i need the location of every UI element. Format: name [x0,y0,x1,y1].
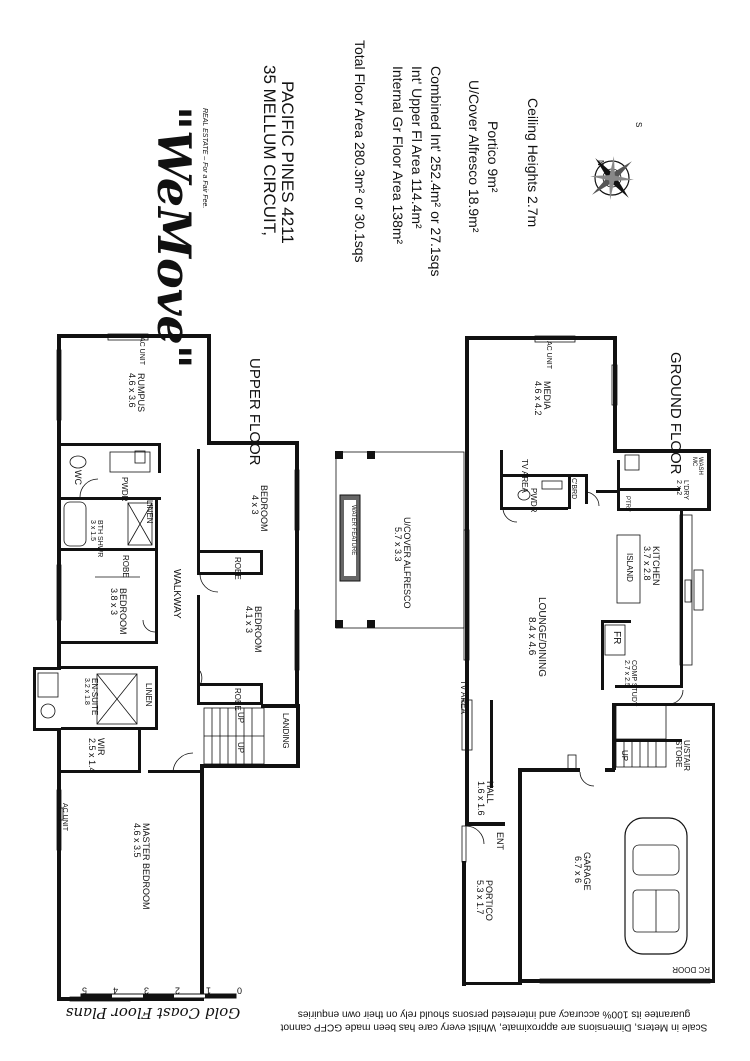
scale-tick-0: 0 [237,985,243,996]
water-feature-label: WATER FEATURE [350,505,356,556]
upper-linen-label: LINEN [145,500,154,524]
upper-floor-fixtures [37,333,300,1002]
upper-floor-walls [33,334,300,1001]
upper-pwdr-label: PWDR [120,477,129,502]
ground-floor-title: GROUND FLOOR [667,352,684,475]
alfresco-area: U/Cover Alfresco 18.9m² [466,80,482,233]
ground-floor-fixtures [461,335,712,984]
total-floor-area: Total Floor Area 280.3m² or 30.1sqs [352,40,368,263]
fridge-label: FR [611,631,622,645]
lounge-tv-area-label: TV AREA [459,680,468,714]
scale-tick-5: 5 [82,985,88,996]
under-stair-store-label: U/STAIR STORE [674,740,691,771]
scale-tick-2: 2 [175,985,181,996]
scale-tick-1: 1 [206,985,212,996]
island-label: ISLAND [625,553,634,582]
compass-south-label: S [634,122,643,128]
gold-coast-floor-plans-caption: Gold Coast Floor Plans [65,1003,241,1022]
upper-floor-title: UPPER FLOOR [246,358,263,466]
internal-upper-area: Int' Upper Fl Area 114.4m² [409,66,425,229]
ensuite-linen-label: LINEN [144,683,153,707]
upper-stairs [203,707,265,765]
disclaimer-line-1: Scale in Meters, Dimensions are approxim… [280,1021,708,1033]
landing-label: LANDING [281,713,290,749]
pantry-label: PTRY [624,496,630,512]
rc-door-label: RC DOOR [672,965,710,974]
scale-bar [80,993,237,999]
wc-label: WC [73,470,83,485]
cupboard-label: C'BRD [570,478,577,500]
scale-tick-3: 3 [144,985,150,996]
upper-up-label-2: UP [236,742,245,754]
upper-robe-label-1: ROBE [121,555,130,578]
upper-ac-unit-label: AC UNIT [138,337,145,365]
master-ac-unit-label: AC UNIT [61,803,68,831]
ground-stairs [615,704,667,768]
compass-rose-icon [590,156,634,200]
portico-area: Portico 9m² [485,121,501,193]
combined-area: Combined Int' 252.4m² or 27.1sqs [428,66,444,277]
disclaimer-line-2: guarantee its 100% accuracy and interest… [297,1008,691,1020]
ground-pwdr-label: PWDR [529,488,538,513]
compass-north-label: N [596,160,605,166]
logo-text: "WeMove" [147,106,201,369]
brand-tagline: REAL ESTATE – For a Fair Fee. [201,108,208,209]
address-line2: PACIFIC PINES 4211 [278,81,297,244]
ground-up-label: UP [620,750,629,762]
upper-robe-label-2: ROBE [233,557,242,580]
scale-tick-4: 4 [113,985,119,996]
internal-ground-area: Internal Gr Floor Area 138m² [390,66,406,245]
address-line1: 35 MELLUM CIRCUIT, [260,65,279,236]
ground-ac-unit-label: AC UNIT [545,341,552,369]
media-tv-area-label: TV AREA [520,459,529,493]
entry-label: ENT [495,832,505,850]
ground-floor-walls [462,336,715,986]
ceiling-height: Ceiling Heights 2.7m [525,98,541,228]
alfresco-structure [335,451,465,629]
upper-robe-label-3: ROBE [233,688,242,711]
brand-logo: "WeMove" [147,106,201,369]
walkway-label: WALKWAY [171,569,182,619]
wash-mc-label: WASH MC [691,457,703,475]
upper-up-label-1: UP [236,712,245,724]
car-outline-icon [624,817,688,955]
